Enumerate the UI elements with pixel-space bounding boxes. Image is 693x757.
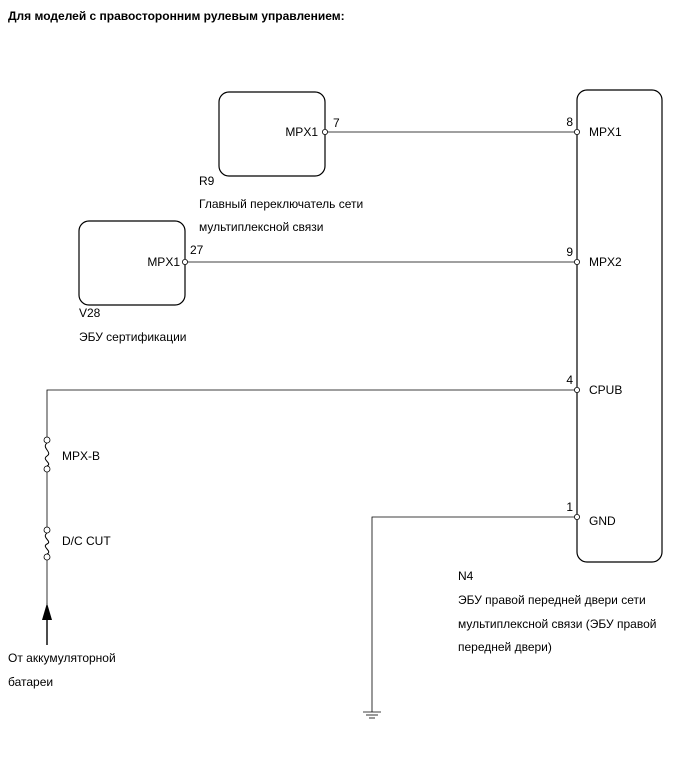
n4-component-box [576, 89, 663, 563]
n4-name-line2: мультиплексной связи (ЭБУ правой [458, 617, 656, 631]
fuse-label: D/C CUT [62, 534, 111, 548]
n4-pin-label: MPX2 [589, 255, 622, 269]
r9-name-line1: Главный переключатель сети [199, 197, 363, 211]
wire-cpub [46, 389, 577, 440]
v28-code: V28 [79, 306, 101, 320]
r9-pin-label: MPX1 [285, 125, 318, 139]
n4-pin-1-connector [574, 514, 581, 521]
n4-code: N4 [458, 569, 474, 583]
r9-pin-number: 7 [333, 116, 340, 130]
n4-name-line3: передней двери) [458, 640, 552, 654]
v28-pin-label: MPX1 [147, 255, 180, 269]
battery-label-line1: От аккумуляторной [8, 651, 116, 665]
n4-pin-label: MPX1 [589, 125, 622, 139]
r9-name-line2: мультиплексной связи [199, 220, 323, 234]
fuse-label: MPX-B [62, 449, 100, 463]
fuse-mpx-b-icon [43, 436, 51, 473]
fuse-dc-cut-icon [43, 526, 51, 561]
diagram-title: Для моделей с правосторонним рулевым упр… [8, 9, 345, 23]
n4-name-line1: ЭБУ правой передней двери сети [458, 593, 646, 607]
v28-pin-number: 27 [190, 243, 204, 257]
r9-code: R9 [199, 174, 215, 188]
n4-pin-number: 9 [566, 245, 573, 259]
battery-label-line2: батареи [8, 675, 53, 689]
battery-arrow-icon [42, 603, 52, 645]
v28-name-line1: ЭБУ сертификации [79, 330, 187, 344]
n4-pin-9-connector [574, 258, 581, 265]
r9-pin-7-connector [321, 128, 328, 135]
n4-pin-number: 4 [566, 373, 573, 387]
n4-pin-label: GND [589, 514, 616, 528]
n4-pin-8-connector [574, 128, 581, 135]
n4-pin-4-connector [574, 386, 581, 393]
n4-pin-label: CPUB [589, 383, 622, 397]
n4-pin-number: 8 [566, 115, 573, 129]
v28-pin-27-connector [181, 258, 188, 265]
n4-pin-number: 1 [566, 500, 573, 514]
wire-gnd [371, 516, 577, 712]
ground-icon [363, 711, 381, 719]
